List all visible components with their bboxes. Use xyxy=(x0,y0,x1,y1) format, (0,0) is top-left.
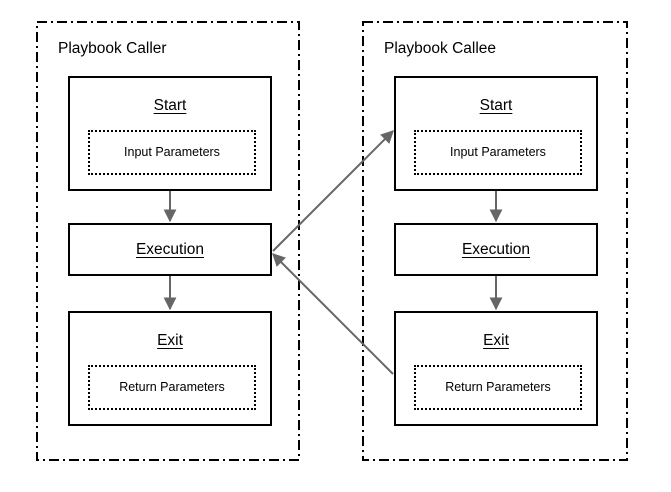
param-label-callee-return: Return Parameters xyxy=(445,380,551,395)
param-box-caller-return: Return Parameters xyxy=(88,365,256,410)
node-caller-start[interactable]: Start Input Parameters xyxy=(68,76,272,191)
node-callee-exit-title: Exit xyxy=(483,332,509,349)
param-box-callee-return: Return Parameters xyxy=(414,365,582,410)
node-callee-exit[interactable]: Exit Return Parameters xyxy=(394,311,598,426)
node-caller-execution-title: Execution xyxy=(135,241,205,258)
param-label-caller-return: Return Parameters xyxy=(119,380,225,395)
node-callee-start[interactable]: Start Input Parameters xyxy=(394,76,598,191)
param-box-caller-input: Input Parameters xyxy=(88,130,256,175)
param-box-callee-input: Input Parameters xyxy=(414,130,582,175)
param-label-caller-input: Input Parameters xyxy=(124,145,220,160)
node-callee-execution[interactable]: Execution xyxy=(394,223,598,276)
node-callee-execution-title: Execution xyxy=(461,241,531,258)
node-caller-start-title: Start xyxy=(153,97,187,114)
node-caller-exit-title: Exit xyxy=(157,332,183,349)
node-caller-execution[interactable]: Execution xyxy=(68,223,272,276)
panel-callee-title: Playbook Callee xyxy=(384,40,497,57)
panel-caller-title: Playbook Caller xyxy=(58,40,167,57)
param-label-callee-input: Input Parameters xyxy=(450,145,546,160)
node-caller-exit[interactable]: Exit Return Parameters xyxy=(68,311,272,426)
node-callee-start-title: Start xyxy=(479,97,513,114)
